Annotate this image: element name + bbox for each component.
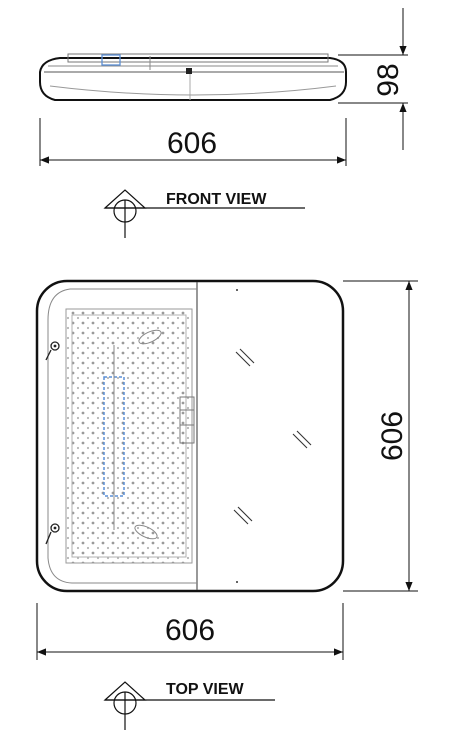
clip-left-top [45, 341, 60, 361]
front-view-marker [103, 189, 305, 238]
top-height-value: 606 [376, 411, 409, 461]
front-width-value: 606 [167, 127, 217, 160]
front-view: 98 606 FRONT VIEW [39, 8, 408, 238]
driver-box [179, 396, 195, 444]
top-view: 606 606 TOP VIEW [35, 279, 418, 730]
top-view-marker [103, 681, 275, 730]
top-width-value: 606 [165, 614, 215, 647]
top-height-dimension: 606 [343, 280, 418, 592]
front-height-value: 98 [372, 63, 405, 96]
top-view-chassis [65, 308, 193, 564]
top-view-label: TOP VIEW [166, 681, 245, 698]
front-view-body [39, 57, 347, 101]
top-view-outline [35, 279, 345, 593]
clip-left-bottom [45, 523, 60, 545]
front-view-mount-plate [67, 53, 329, 63]
front-view-connector [101, 54, 121, 66]
front-view-label: FRONT VIEW [166, 191, 267, 208]
front-width-dimension: 606 [39, 118, 347, 166]
top-width-dimension: 606 [36, 603, 344, 660]
front-height-dimension: 98 [338, 8, 408, 150]
glass-reflection-marks [233, 348, 312, 525]
